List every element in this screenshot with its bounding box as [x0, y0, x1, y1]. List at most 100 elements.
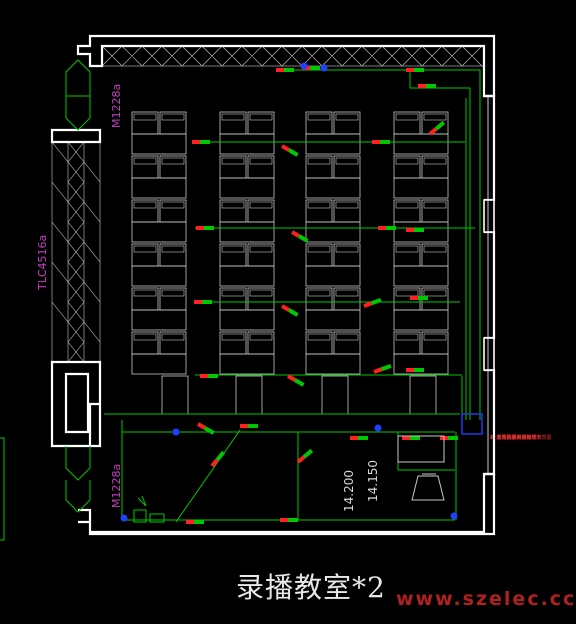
door-label-bottom: M1228a: [110, 463, 123, 508]
chair: [131, 155, 159, 179]
outlet-wire: [208, 374, 218, 378]
outlet-wire: [418, 296, 428, 300]
chair: [333, 331, 361, 355]
chair: [159, 111, 187, 135]
chair: [333, 155, 361, 179]
chair: [247, 111, 275, 135]
outlet-marker: [406, 228, 414, 232]
desk: [305, 221, 361, 243]
desk-grid: [131, 111, 449, 415]
outlet-marker: [197, 422, 206, 430]
left-edge-marker: [0, 437, 5, 541]
chair-back: [161, 201, 185, 209]
outlet-marker: [363, 301, 373, 308]
top-wall-hatch: [101, 45, 485, 67]
chair: [159, 287, 187, 311]
chair-back: [335, 157, 359, 165]
outlet-wire: [287, 308, 299, 317]
chair-back: [161, 245, 185, 253]
chair: [219, 155, 247, 179]
chair: [393, 111, 421, 135]
outlet-wire: [380, 140, 390, 144]
desk: [131, 265, 187, 287]
rear-seat: [161, 375, 189, 415]
outlet-marker: [350, 436, 358, 440]
chair-back: [133, 245, 157, 253]
outlet-marker: [406, 68, 414, 72]
outlet-wire: [287, 148, 299, 157]
desk: [305, 177, 361, 199]
chair: [305, 331, 333, 355]
desk: [393, 221, 449, 243]
outlet-marker: [296, 455, 306, 464]
chair: [219, 331, 247, 355]
outlet-marker: [280, 518, 288, 522]
chair-back: [133, 289, 157, 297]
outlet-wire: [380, 363, 392, 372]
chair-back: [335, 333, 359, 341]
chair: [219, 287, 247, 311]
outlet-wire: [288, 518, 298, 522]
chair: [131, 287, 159, 311]
chair-back: [395, 245, 419, 253]
desk: [393, 133, 449, 155]
outlet-wire: [414, 368, 424, 372]
desk: [219, 309, 275, 331]
outlet-marker: [192, 140, 200, 144]
chair-back: [423, 113, 447, 121]
chair-back: [335, 245, 359, 253]
door-label-top: M1228a: [110, 83, 123, 128]
outlet-wire: [410, 436, 420, 440]
desk: [393, 353, 449, 375]
chair-back: [335, 113, 359, 121]
chair-back: [161, 157, 185, 165]
dimension-1: 14.200: [342, 470, 356, 512]
outlet-marker: [418, 84, 426, 88]
drawing-title: 录播教室*2: [236, 571, 386, 604]
outlet-marker: [402, 436, 410, 440]
outlet-wire: [284, 68, 294, 72]
chair: [393, 199, 421, 223]
outlet-marker: [281, 304, 290, 312]
window-label: TLC4516a: [36, 234, 49, 290]
chair-back: [133, 333, 157, 341]
outlet-marker: [186, 520, 194, 524]
chair-back: [249, 201, 273, 209]
outlet-wire: [204, 226, 214, 230]
outlet-wire: [215, 450, 226, 462]
outlet-marker: [276, 68, 284, 72]
chair: [305, 199, 333, 223]
dimension-2: 14.150: [366, 460, 380, 502]
chair: [219, 199, 247, 223]
outlet-wire: [203, 426, 215, 435]
chair: [159, 155, 187, 179]
outlet-wire: [370, 297, 382, 306]
desk: [305, 133, 361, 155]
chair-back: [423, 289, 447, 297]
watermark: www.szelec.cc: [396, 588, 576, 610]
chair: [247, 199, 275, 223]
chair-back: [221, 333, 245, 341]
desk: [393, 177, 449, 199]
chair: [247, 331, 275, 355]
outlet-wire: [302, 448, 314, 459]
chair-back: [221, 289, 245, 297]
chair-back: [221, 245, 245, 253]
outlet-wire: [202, 300, 212, 304]
desk: [131, 353, 187, 375]
device-markers: [120, 62, 458, 524]
chair-back: [161, 289, 185, 297]
chair-back: [423, 201, 447, 209]
desk: [393, 265, 449, 287]
desk: [393, 309, 449, 331]
chair-back: [395, 289, 419, 297]
chair: [305, 243, 333, 267]
chair: [333, 111, 361, 135]
chair-back: [161, 333, 185, 341]
outlet-wire: [426, 84, 436, 88]
junction-marker: [320, 64, 328, 72]
chair-back: [423, 245, 447, 253]
chair: [247, 287, 275, 311]
desk: [219, 221, 275, 243]
outlet-wire: [194, 520, 204, 524]
